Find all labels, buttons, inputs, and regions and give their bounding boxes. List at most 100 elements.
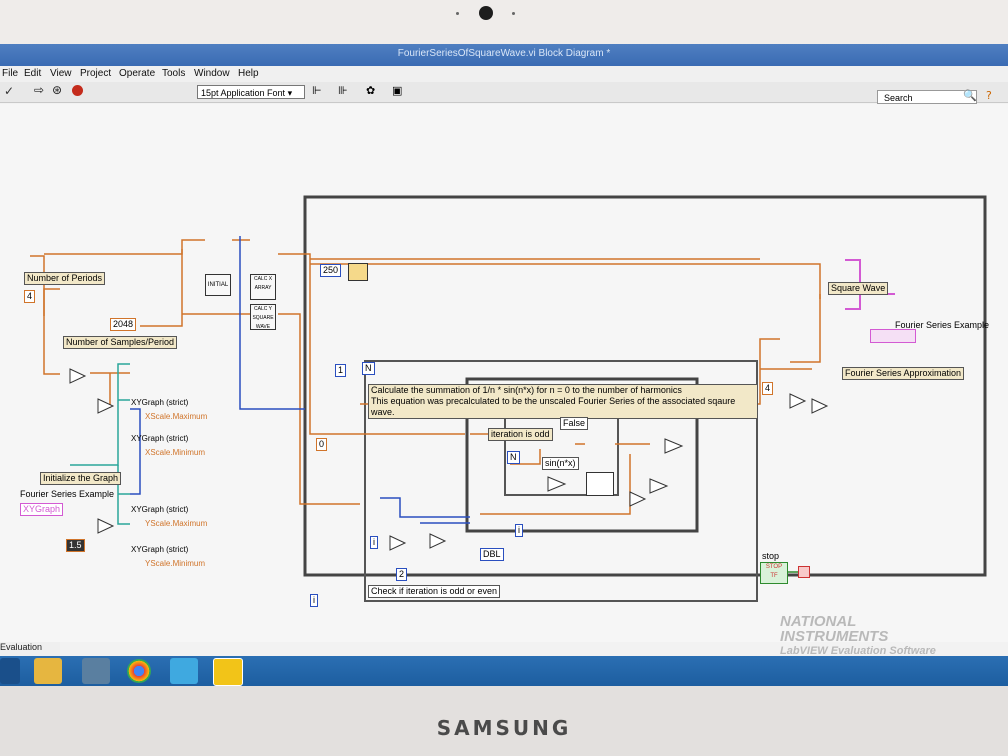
number-of-periods-label: Number of Periods	[24, 272, 106, 285]
evaluation-status: Evaluation	[0, 642, 43, 652]
menu-edit[interactable]: Edit	[24, 68, 42, 79]
sine-function-icon[interactable]	[586, 472, 614, 496]
taskbar	[0, 656, 1008, 686]
for-loop-count-terminal: N	[362, 362, 375, 375]
reorder-icon[interactable]: ✿	[366, 84, 376, 97]
title-bar: FourierSeriesOfSquareWave.vi Block Diagr…	[0, 44, 1008, 66]
abort-icon[interactable]	[72, 85, 83, 96]
run-arrow-icon[interactable]: ✓	[4, 84, 15, 98]
initial-subvi[interactable]: INITIAL	[205, 274, 231, 296]
fourier-series-example-label: Fourier Series Example	[895, 320, 990, 330]
retain-wire-values-icon[interactable]: ⊛	[52, 83, 63, 97]
samples-per-period-control[interactable]: 2048	[110, 318, 137, 331]
xygraph-property-node-1[interactable]: XYGraph (strict)	[131, 398, 188, 408]
case-selector[interactable]: False	[560, 417, 589, 430]
yscale-minimum-property[interactable]: YScale.Minimum	[145, 559, 206, 568]
brand-logo: SAMSUNG	[436, 716, 572, 740]
menu-file[interactable]: File	[2, 68, 19, 79]
stop-label: stop	[762, 551, 780, 561]
fourier-approximation-label: Fourier Series Approximation	[842, 367, 965, 380]
stop-button-text: STOP	[765, 564, 783, 570]
constant-0[interactable]: 0	[316, 438, 328, 451]
comment-calculate-summation: Calculate the summation of 1/n * sin(n*x…	[368, 384, 758, 419]
calc-x-array-subvi[interactable]: CALC X ARRAY	[250, 274, 276, 300]
menu-project[interactable]: Project	[80, 68, 112, 79]
menu-operate[interactable]: Operate	[119, 68, 156, 79]
block-diagram-canvas[interactable]: Number of Periods 4 2048 Number of Sampl…	[0, 104, 1008, 657]
xscale-maximum-property[interactable]: XScale.Maximum	[145, 412, 208, 421]
inner-iteration-terminal: i	[515, 524, 523, 537]
xygraph-reference[interactable]: XYGraph	[20, 503, 64, 516]
menu-tools[interactable]: Tools	[162, 68, 186, 79]
while-loop-frame	[303, 195, 987, 577]
property-node-title: XYGraph (strict)	[131, 505, 189, 514]
constant-1-top[interactable]: 1	[335, 364, 347, 377]
property-node-title: XYGraph (strict)	[131, 434, 189, 443]
calc-y-square-wave-label: CALC Y SQUARE WAVE	[252, 306, 274, 330]
sensor-dot	[456, 12, 459, 15]
wait-ms-constant[interactable]: 250	[320, 264, 342, 277]
webcam	[479, 6, 493, 20]
font-select[interactable]: 15pt Application Font ▾	[197, 85, 305, 99]
labview-vi-icon[interactable]	[213, 658, 243, 686]
align-objects-icon[interactable]: ⊩	[312, 84, 322, 97]
constant-4[interactable]: 4	[762, 382, 774, 395]
fourier-series-example-graph-terminal[interactable]	[870, 329, 916, 343]
watermark-line-3: LabVIEW Evaluation Software	[780, 645, 936, 657]
internet-explorer-icon[interactable]	[170, 658, 198, 684]
calc-y-square-wave-subvi[interactable]: CALC Y SQUARE WAVE	[250, 304, 276, 330]
search-input[interactable]: Search	[877, 90, 977, 104]
samples-per-period-label: Number of Samples/Period	[63, 336, 178, 349]
wires-layer	[30, 195, 987, 602]
status-bar: Evaluation	[0, 642, 60, 656]
initialize-graph-label: Initialize the Graph	[40, 472, 122, 485]
iteration-is-odd-label: iteration is odd	[488, 428, 553, 441]
menu-view[interactable]: View	[50, 68, 72, 79]
case-structure-frame	[465, 377, 699, 533]
run-continuously-icon[interactable]: ⇨	[34, 83, 45, 97]
comment-line-2: This equation was precalculated to be th…	[371, 396, 736, 417]
menu-bar: File Edit View Project Operate Tools Win…	[0, 66, 1008, 82]
watermark-line-2: INSTRUMENTS	[780, 628, 889, 645]
xygraph-property-node-3[interactable]: XYGraph (strict)	[131, 505, 188, 515]
menu-help[interactable]: Help	[238, 68, 259, 79]
laptop-bezel-bottom	[0, 686, 1008, 756]
constant-2[interactable]: 2	[396, 568, 408, 581]
start-button[interactable]	[0, 658, 20, 684]
search-icon[interactable]: 🔍	[963, 89, 977, 102]
file-explorer-icon[interactable]	[34, 658, 62, 684]
toolbar: ✓ ⇨ ⊛ ⊩ ⊪ ✿ ▣	[0, 82, 1008, 103]
sensor-dot	[512, 12, 515, 15]
property-node-title: XYGraph (strict)	[131, 398, 189, 407]
fourier-example-ref-label: Fourier Series Example	[20, 489, 115, 499]
sin-nx-label: sin(n*x)	[542, 457, 579, 470]
constant-1-5[interactable]: 1.5	[66, 539, 85, 552]
laptop-bezel-top	[0, 0, 1008, 44]
xygraph-property-node-2[interactable]: XYGraph (strict)	[131, 434, 188, 444]
iteration-terminal: i	[370, 536, 378, 549]
menu-window[interactable]: Window	[194, 68, 230, 79]
comment-line-1: Calculate the summation of 1/n * sin(n*x…	[371, 385, 682, 395]
screen: FourierSeriesOfSquareWave.vi Block Diagr…	[0, 44, 1008, 686]
for-loop-frame	[364, 360, 758, 602]
calc-x-array-label: CALC X ARRAY	[253, 276, 273, 291]
stop-button-terminal[interactable]: STOP TF	[760, 562, 788, 584]
loop-condition-icon[interactable]	[798, 566, 810, 578]
square-wave-label: Square Wave	[828, 282, 889, 295]
wait-timer-icon[interactable]	[348, 263, 368, 281]
chrome-icon[interactable]	[127, 659, 151, 683]
search-placeholder: Search	[884, 93, 913, 103]
window-title: FourierSeriesOfSquareWave.vi Block Diagr…	[397, 48, 611, 59]
number-of-periods-control[interactable]: 4	[24, 290, 36, 303]
cleanup-diagram-icon[interactable]: ▣	[392, 84, 403, 97]
distribute-objects-icon[interactable]: ⊪	[338, 84, 348, 97]
labview-project-icon[interactable]	[82, 658, 110, 684]
while-iteration-terminal: i	[310, 594, 318, 607]
inner-loop-count-terminal: N	[507, 451, 520, 464]
xygraph-property-node-4[interactable]: XYGraph (strict)	[131, 545, 188, 555]
help-icon[interactable]: ?	[986, 89, 992, 102]
yscale-maximum-property[interactable]: YScale.Maximum	[145, 519, 208, 528]
to-dbl-node[interactable]: DBL	[480, 548, 504, 561]
initial-subvi-label: INITIAL	[207, 282, 229, 288]
xscale-minimum-property[interactable]: XScale.Minimum	[145, 448, 206, 457]
